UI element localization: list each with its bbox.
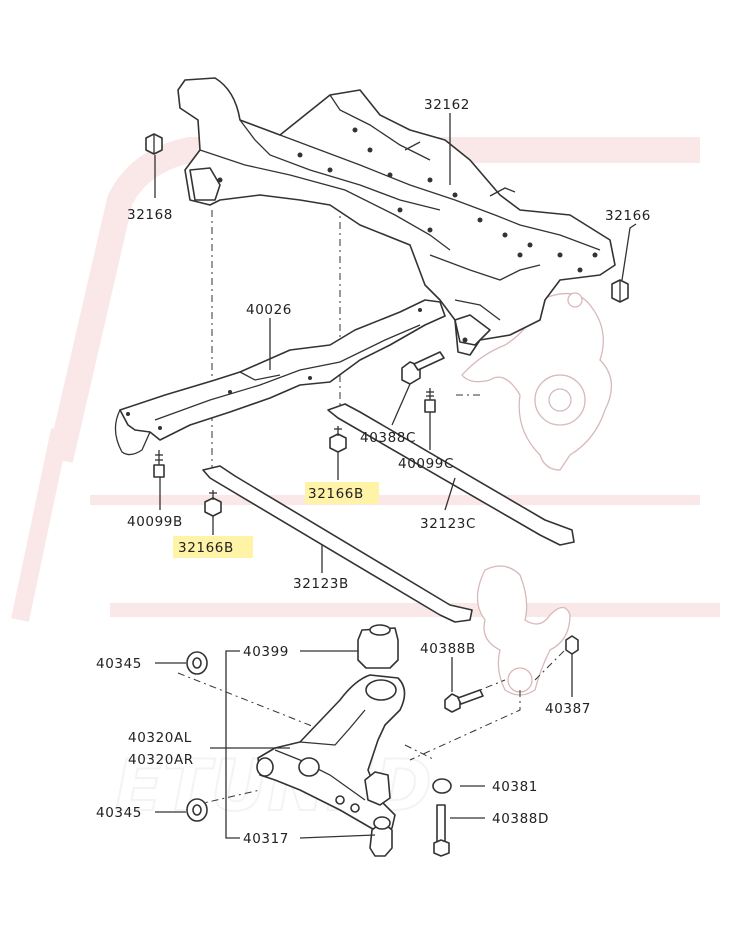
knuckle-ghost-bottom	[476, 565, 571, 696]
label-40026[interactable]: 40026	[246, 302, 292, 318]
label-40099c[interactable]: 40099C	[398, 456, 454, 472]
leader-lines	[154, 113, 637, 839]
label-32123b[interactable]: 32123B	[293, 576, 349, 592]
washer-40345-top	[186, 651, 208, 675]
label-40387[interactable]: 40387	[545, 701, 591, 717]
bushing-40399	[357, 624, 399, 669]
washer-40345-bottom	[186, 798, 208, 822]
label-40320ar[interactable]: 40320AR	[128, 752, 194, 768]
part-labels: 32162 32168 32166 40026 40388C 40099C 32…	[96, 97, 651, 847]
bolt-40099b	[153, 450, 165, 478]
label-32168[interactable]: 32168	[127, 207, 173, 223]
brace-40026	[114, 299, 446, 456]
bolt-40388b	[444, 689, 484, 713]
label-40399[interactable]: 40399	[243, 644, 289, 660]
bar-32123c	[327, 403, 575, 546]
washer-40381	[432, 778, 452, 794]
label-32166b-mid[interactable]: 32166B	[308, 486, 364, 502]
label-40381[interactable]: 40381	[492, 779, 538, 795]
highlight-32166b-left	[173, 536, 253, 558]
knuckle-ghost-top	[461, 292, 612, 471]
label-40320al[interactable]: 40320AL	[128, 730, 192, 746]
nut-32166-right	[611, 279, 629, 303]
bolt-32166b-left	[204, 490, 222, 517]
bar-32123b	[202, 465, 473, 623]
crossmember-holes	[217, 127, 598, 343]
label-40388b[interactable]: 40388B	[420, 641, 476, 657]
bolt-40099c	[424, 388, 436, 413]
label-40317[interactable]: 40317	[243, 831, 289, 847]
bolt-40388c	[401, 351, 445, 385]
label-32166[interactable]: 32166	[605, 208, 651, 224]
label-40388d[interactable]: 40388D	[492, 811, 549, 827]
label-40099b[interactable]: 40099B	[127, 514, 183, 530]
crossmember-32162	[177, 77, 616, 356]
nut-40387	[565, 635, 579, 655]
label-32123c[interactable]: 32123C	[420, 516, 476, 532]
label-40345-top[interactable]: 40345	[96, 656, 142, 672]
highlight-32166b-mid	[305, 482, 379, 504]
nut-32168	[145, 133, 163, 155]
bolt-32166b-mid	[329, 426, 347, 453]
bushing-40381	[364, 771, 391, 806]
label-32166b-left[interactable]: 32166B	[178, 540, 234, 556]
bolt-40388d	[433, 804, 450, 857]
balljoint-40317	[369, 816, 393, 857]
label-32162[interactable]: 32162	[424, 97, 470, 113]
label-40345-bottom[interactable]: 40345	[96, 805, 142, 821]
label-40388c[interactable]: 40388C	[360, 430, 416, 446]
